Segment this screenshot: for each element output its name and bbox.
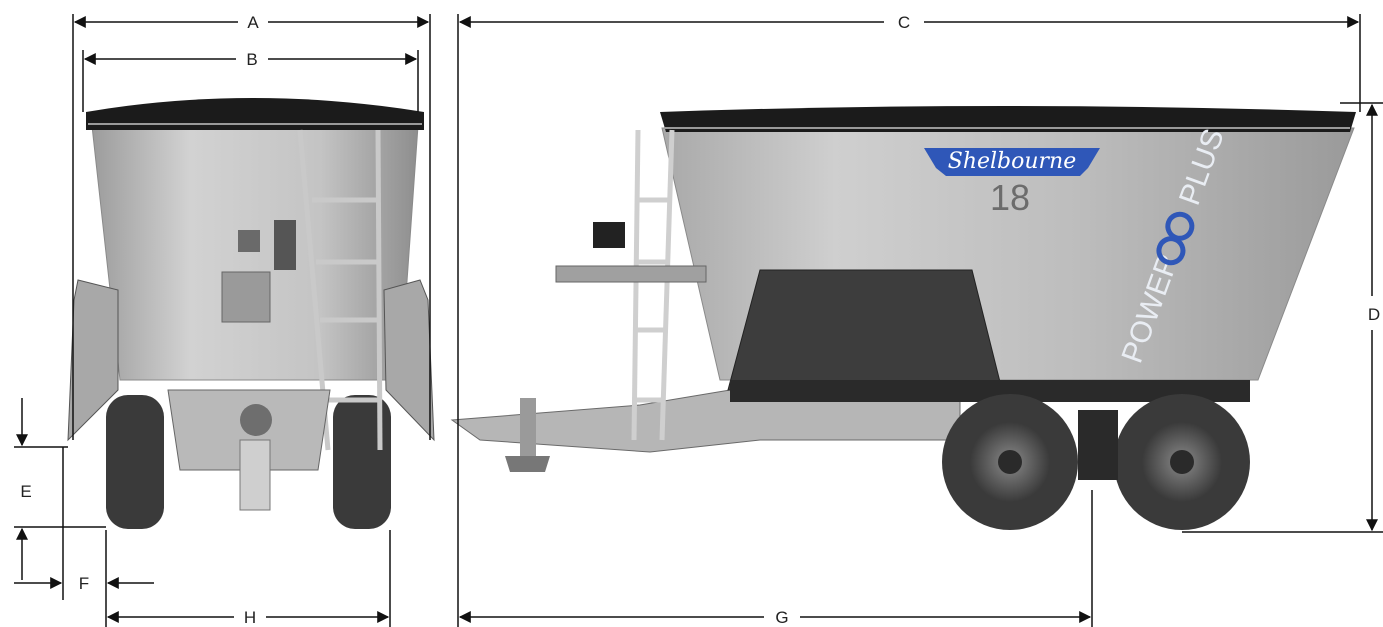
model-number: 18 (990, 177, 1030, 218)
front-right-panel (383, 279, 435, 442)
side-view: Shelbourne 18 POWER PLUS (450, 106, 1356, 530)
dimension-label-c: C (898, 13, 910, 32)
front-rim (86, 98, 424, 130)
front-left-panel (67, 279, 119, 442)
brand-logo-text: Shelbourne (948, 149, 1077, 174)
dimension-label-f: F (79, 574, 89, 593)
dimension-label-d: D (1368, 305, 1380, 324)
jack-stand (520, 398, 536, 456)
side-ladder (631, 129, 675, 441)
front-view (67, 98, 435, 529)
front-right-tire (333, 395, 391, 529)
dimension-label-b: B (246, 50, 257, 69)
dimension-label-a: A (247, 13, 259, 32)
dimension-lines (14, 14, 1383, 627)
side-shield (727, 269, 1003, 391)
front-left-tire (106, 395, 164, 529)
side-rim (660, 106, 1356, 132)
side-wheel-front (942, 394, 1078, 530)
side-wheel-rear (1114, 394, 1250, 530)
front-tub (91, 125, 419, 381)
dimension-label-g: G (775, 608, 788, 627)
dimension-label-h: H (244, 608, 256, 627)
dimension-label-e: E (20, 482, 31, 501)
brand-plate (924, 148, 1100, 176)
